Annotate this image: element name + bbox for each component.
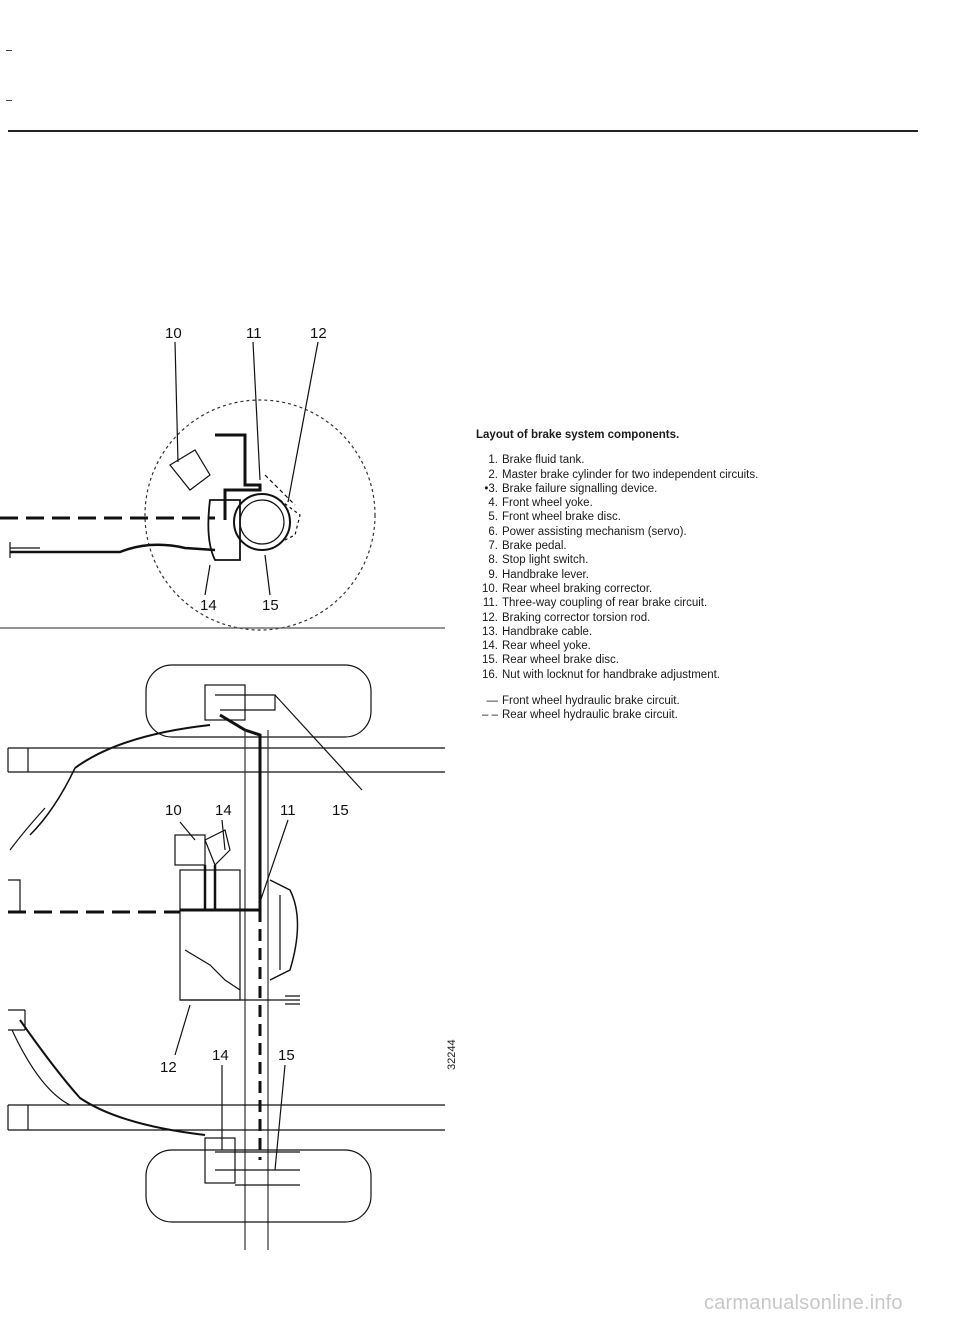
brake-layout-diagram: 10 11 12 14 15 10 14 11 15 12 14 15 (0, 290, 460, 1250)
callouts-bottom: 12 14 15 (160, 1047, 295, 1076)
figure-reference-number: 32244 (446, 1039, 458, 1070)
list-item: 16.Nut with locknut for handbrake adjust… (482, 668, 720, 681)
callouts-middle: 10 14 11 15 (165, 802, 349, 819)
list-item: 1.Brake fluid tank. (488, 454, 585, 467)
callouts-top: 10 11 12 14 15 (165, 325, 327, 614)
list-item: 8.Stop light switch. (488, 554, 589, 567)
list-item: 15.Rear wheel brake disc. (482, 654, 619, 667)
watermark: carmanualsonline.info (704, 1292, 903, 1314)
list-item: 9.Handbrake lever. (488, 568, 589, 581)
list-item: 4.Front wheel yoke. (488, 497, 593, 510)
rear-wheel-view (7, 910, 445, 1223)
list-item: 12.Braking corrector torsion rod. (482, 611, 651, 624)
list-item: 13.Handbrake cable. (482, 625, 593, 638)
list-item: 14.Rear wheel yoke. (482, 640, 591, 653)
figure-caption: Layout of brake system components. 1.Bra… (476, 428, 936, 723)
list-item: 7.Brake pedal. (488, 540, 567, 553)
callout-label: 12 (310, 325, 327, 342)
margin-mark (6, 100, 12, 101)
callout-label: 10 (165, 325, 182, 342)
callout-label: 11 (280, 802, 296, 819)
callout-label: 14 (212, 1047, 229, 1064)
list-item: 6.Power assisting mechanism (servo). (488, 525, 687, 538)
top-wheel-view (0, 341, 445, 631)
list-item: •3.Brake failure signalling device. (484, 482, 658, 495)
callout-label: 15 (332, 802, 349, 819)
rear-corrector-view (8, 819, 300, 1171)
callout-label: 14 (215, 802, 232, 819)
top-rule (8, 130, 918, 132)
callout-label: 15 (262, 597, 279, 614)
callout-label: 15 (278, 1047, 295, 1064)
callout-label: 10 (165, 802, 182, 819)
component-list: 1.Brake fluid tank. 2.Master brake cylin… (476, 453, 936, 682)
front-axle-view (7, 664, 445, 1250)
brake-diagram-svg: 10 11 12 14 15 10 14 11 15 12 14 15 (0, 325, 445, 1250)
list-item: 11.Three-way coupling of rear brake circ… (482, 597, 708, 610)
callout-label: 12 (160, 1059, 177, 1076)
callout-label: 14 (200, 597, 217, 614)
legend-item: – –Rear wheel hydraulic brake circuit. (482, 709, 678, 722)
line-legend: —Front wheel hydraulic brake circuit. – … (476, 694, 936, 723)
list-item: 5.Front wheel brake disc. (488, 511, 621, 524)
list-item: 2.Master brake cylinder for two independ… (488, 468, 759, 481)
list-item: 10.Rear wheel braking corrector. (482, 582, 653, 595)
callout-label: 11 (246, 325, 262, 342)
caption-title: Layout of brake system components. (476, 429, 680, 441)
legend-item: —Front wheel hydraulic brake circuit. (486, 695, 680, 708)
margin-mark (6, 50, 12, 51)
